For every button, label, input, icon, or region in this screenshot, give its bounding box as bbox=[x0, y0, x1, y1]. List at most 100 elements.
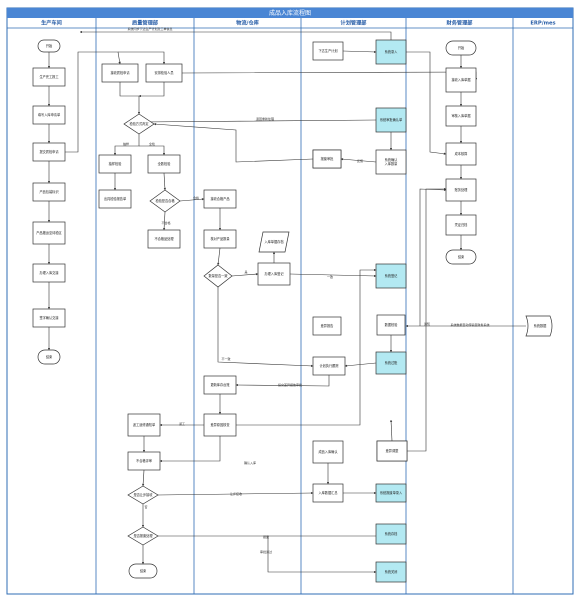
node-f4[interactable]: 账务处理 bbox=[445, 178, 477, 202]
node-b7[interactable]: 检验是否合格 bbox=[149, 189, 181, 213]
node-e2[interactable]: 结束 bbox=[128, 563, 158, 579]
node-h9[interactable]: 差异调整 bbox=[376, 440, 408, 462]
node-c4[interactable]: 办理入库登记 bbox=[257, 262, 291, 286]
node-a5[interactable]: 产品搬运至待检区 bbox=[32, 221, 66, 245]
edge-b3-b4 bbox=[113, 134, 140, 156]
node-h8[interactable]: 系统关闭 bbox=[375, 561, 407, 583]
node-label: 报废审批 bbox=[321, 156, 335, 161]
node-b3[interactable]: 检验方式判定 bbox=[123, 113, 155, 135]
node-shape bbox=[445, 67, 477, 93]
node-b5[interactable]: 全数检验 bbox=[147, 154, 181, 174]
node-shape bbox=[375, 523, 407, 545]
diagram-title: 成品入库流程图 bbox=[269, 9, 311, 17]
node-g1[interactable]: 系统数据 bbox=[525, 315, 553, 337]
node-shape bbox=[445, 178, 477, 202]
node-h7[interactable]: 系统存档 bbox=[375, 523, 407, 545]
edge-label-full: 全检 bbox=[149, 141, 155, 146]
node-label: 接收质检申请 bbox=[110, 70, 130, 75]
node-a1[interactable]: 生产完工报工 bbox=[32, 67, 66, 87]
node-shape bbox=[375, 107, 407, 133]
edge-b12-h7 bbox=[158, 533, 392, 537]
node-label: 凭证归档 bbox=[455, 222, 468, 227]
node-label: 办理入库交接 bbox=[39, 270, 59, 275]
edge-c4-h4 bbox=[289, 273, 377, 278]
node-b8[interactable]: 不合格品处理 bbox=[147, 229, 181, 249]
node-shape bbox=[445, 40, 477, 56]
node-e3[interactable]: 结束 bbox=[445, 249, 477, 265]
node-label: 检验是否合格 bbox=[155, 198, 175, 203]
node-b12[interactable]: 是否报废处理 bbox=[127, 526, 159, 546]
node-d8[interactable]: 报废审批 bbox=[312, 149, 342, 169]
node-b11[interactable]: 是否让步接收 bbox=[127, 485, 159, 505]
node-label: 是否报废处理 bbox=[133, 533, 153, 538]
node-shape bbox=[376, 440, 408, 462]
node-a4[interactable]: 产品包装标识 bbox=[32, 182, 66, 202]
node-d1[interactable]: 下达生产计划 bbox=[312, 41, 344, 61]
node-shape bbox=[37, 39, 61, 53]
node-label: 检验方式判定 bbox=[129, 121, 149, 126]
node-b1[interactable]: 接收质检申请 bbox=[101, 63, 139, 83]
node-d5[interactable]: 入库数据汇总 bbox=[312, 483, 344, 503]
node-c3[interactable]: 数量是否一致 bbox=[203, 264, 233, 288]
node-f3[interactable]: 成本核算 bbox=[445, 142, 477, 166]
node-h4[interactable]: 系统登记 bbox=[375, 263, 407, 289]
node-c2[interactable]: 核对产品数量 bbox=[203, 229, 237, 249]
node-h1[interactable]: 系统录入 bbox=[375, 39, 407, 65]
node-shape bbox=[375, 483, 407, 503]
node-shape bbox=[445, 105, 477, 127]
node-a7[interactable]: 签字确认交接 bbox=[32, 308, 66, 328]
node-shape bbox=[375, 351, 407, 375]
node-shape bbox=[98, 189, 132, 209]
node-label: 核对产品数量 bbox=[210, 236, 230, 241]
node-b9[interactable]: 返工返修通知单 bbox=[127, 413, 161, 437]
node-a6[interactable]: 办理入库交接 bbox=[32, 263, 66, 283]
node-h2[interactable]: 系统审批确认单 bbox=[375, 107, 407, 133]
node-shape bbox=[375, 263, 407, 289]
node-b10[interactable]: 不合格评审 bbox=[127, 451, 161, 471]
node-f0[interactable]: 开始 bbox=[445, 40, 477, 56]
node-shape bbox=[445, 214, 477, 236]
edge-a3-b2 bbox=[118, 51, 166, 65]
node-a2[interactable]: 填写入库申请单 bbox=[32, 105, 66, 125]
node-h6[interactable]: 系统报废单录入 bbox=[375, 483, 407, 503]
node-shape bbox=[375, 149, 407, 175]
node-label: 结束 bbox=[46, 354, 53, 359]
node-c6[interactable]: 更新库存台账 bbox=[203, 375, 237, 395]
node-d4[interactable]: 成品入库确认 bbox=[312, 440, 344, 464]
node-f2[interactable]: 审核入库单据 bbox=[445, 105, 477, 127]
edge-b2-b3 bbox=[138, 82, 165, 98]
node-c7[interactable]: 差异原因核查 bbox=[203, 413, 237, 437]
node-d3[interactable]: 计划执行跟踪 bbox=[312, 356, 346, 376]
node-shape bbox=[312, 483, 344, 503]
node-label: 系统关闭 bbox=[385, 569, 398, 574]
title-band bbox=[7, 8, 573, 18]
node-s1[interactable]: 开始 bbox=[37, 39, 61, 53]
node-f1[interactable]: 接收入库单据 bbox=[445, 67, 477, 93]
node-label: 返工返修通知单 bbox=[133, 422, 156, 427]
node-label: 成品入库确认 bbox=[318, 449, 338, 454]
edge-label-ok: 合格 bbox=[193, 195, 199, 200]
node-d6[interactable]: 差异报告 bbox=[312, 316, 342, 336]
node-b2[interactable]: 安排检验人员 bbox=[145, 63, 183, 83]
node-shape bbox=[312, 149, 342, 169]
node-b4[interactable]: 抽样检验 bbox=[98, 154, 132, 174]
node-h5[interactable]: 系统过账 bbox=[375, 351, 407, 375]
node-f5[interactable]: 凭证归档 bbox=[445, 214, 477, 236]
node-label: 签字确认交接 bbox=[39, 315, 59, 320]
node-c1[interactable]: 接收合格产品 bbox=[203, 189, 237, 209]
node-c5[interactable]: 入库单据存档 bbox=[258, 231, 290, 253]
node-e1[interactable]: 结束 bbox=[37, 349, 61, 365]
node-shape bbox=[375, 561, 407, 583]
node-a3[interactable]: 提交质检申请 bbox=[32, 142, 66, 162]
edge-b11-d5 bbox=[157, 491, 314, 496]
edge-h9-f4 bbox=[407, 187, 447, 452]
edge-label-sync: 系统同步下达生产计划及工单信息 bbox=[127, 26, 172, 31]
node-b6[interactable]: 出具检验报告单 bbox=[98, 189, 132, 209]
node-shape bbox=[203, 189, 237, 209]
edge-label-layer: 系统同步下达生产计划及工单信息抽样全检合格不合格是不一致一致提交差异报告审批返工… bbox=[123, 26, 490, 554]
node-h10[interactable]: 数据校验 bbox=[376, 314, 406, 336]
edge-b7-b8 bbox=[162, 211, 166, 231]
lane-header-l5: 财务管理部 bbox=[447, 19, 474, 27]
